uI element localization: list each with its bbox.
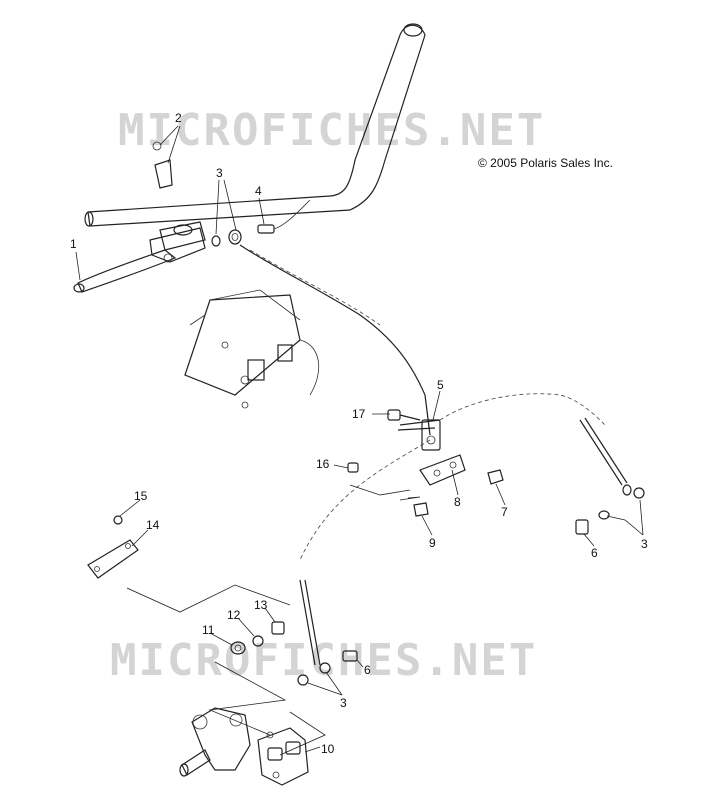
callout-2: 2	[175, 111, 182, 125]
bottom-hardware	[297, 650, 358, 686]
brake-switch	[257, 199, 311, 234]
nut-9	[413, 502, 429, 517]
bolt-13	[271, 621, 285, 635]
watermark-top: MICROFICHES.NET	[118, 105, 545, 156]
callout-8: 8	[454, 495, 461, 509]
callout-9: 9	[429, 536, 436, 550]
callout-6-right: 6	[591, 546, 598, 560]
cover-plate	[87, 539, 139, 579]
steering-knuckle	[179, 707, 251, 777]
frame-section	[184, 289, 319, 409]
callout-10: 10	[321, 742, 335, 756]
callout-12: 12	[227, 608, 241, 622]
master-cylinder	[159, 221, 206, 263]
clip-bracket	[152, 141, 173, 189]
brake-junction-block	[397, 419, 441, 451]
callout-3-top: 3	[216, 166, 223, 180]
bolt-17	[387, 409, 421, 421]
washer-11	[230, 641, 246, 655]
callout-7: 7	[501, 505, 508, 519]
nut-7	[487, 469, 504, 485]
leader-lines	[75, 125, 644, 753]
callout-5: 5	[437, 378, 444, 392]
brake-caliper	[257, 727, 309, 786]
assembly-lines	[126, 484, 421, 756]
callout-11: 11	[202, 623, 215, 637]
brake-lever	[73, 227, 206, 293]
callout-labels: 1 2 3 4 5 17 16 8 7 9 6 3 15 14 13 12 11…	[70, 111, 648, 756]
callout-13: 13	[254, 598, 268, 612]
copyright-notice: © 2005 Polaris Sales Inc.	[478, 156, 613, 170]
right-hardware	[575, 484, 645, 535]
mount-bracket	[419, 454, 466, 486]
callout-16: 16	[316, 457, 330, 471]
bolt-16	[347, 462, 359, 473]
callout-14: 14	[146, 518, 160, 532]
callout-3-right: 3	[641, 537, 648, 551]
handlebar	[84, 23, 426, 227]
callout-15: 15	[134, 489, 148, 503]
callout-17: 17	[352, 407, 366, 421]
washers-top	[211, 229, 242, 247]
washer-12	[252, 635, 264, 647]
watermark-bottom: MICROFICHES.NET	[110, 635, 537, 686]
callout-3-bottom: 3	[340, 696, 347, 710]
callout-4: 4	[255, 184, 262, 198]
callout-6-bottom: 6	[364, 663, 371, 677]
callout-1: 1	[70, 237, 77, 251]
brake-line	[239, 244, 628, 666]
bolt-15	[113, 515, 123, 525]
